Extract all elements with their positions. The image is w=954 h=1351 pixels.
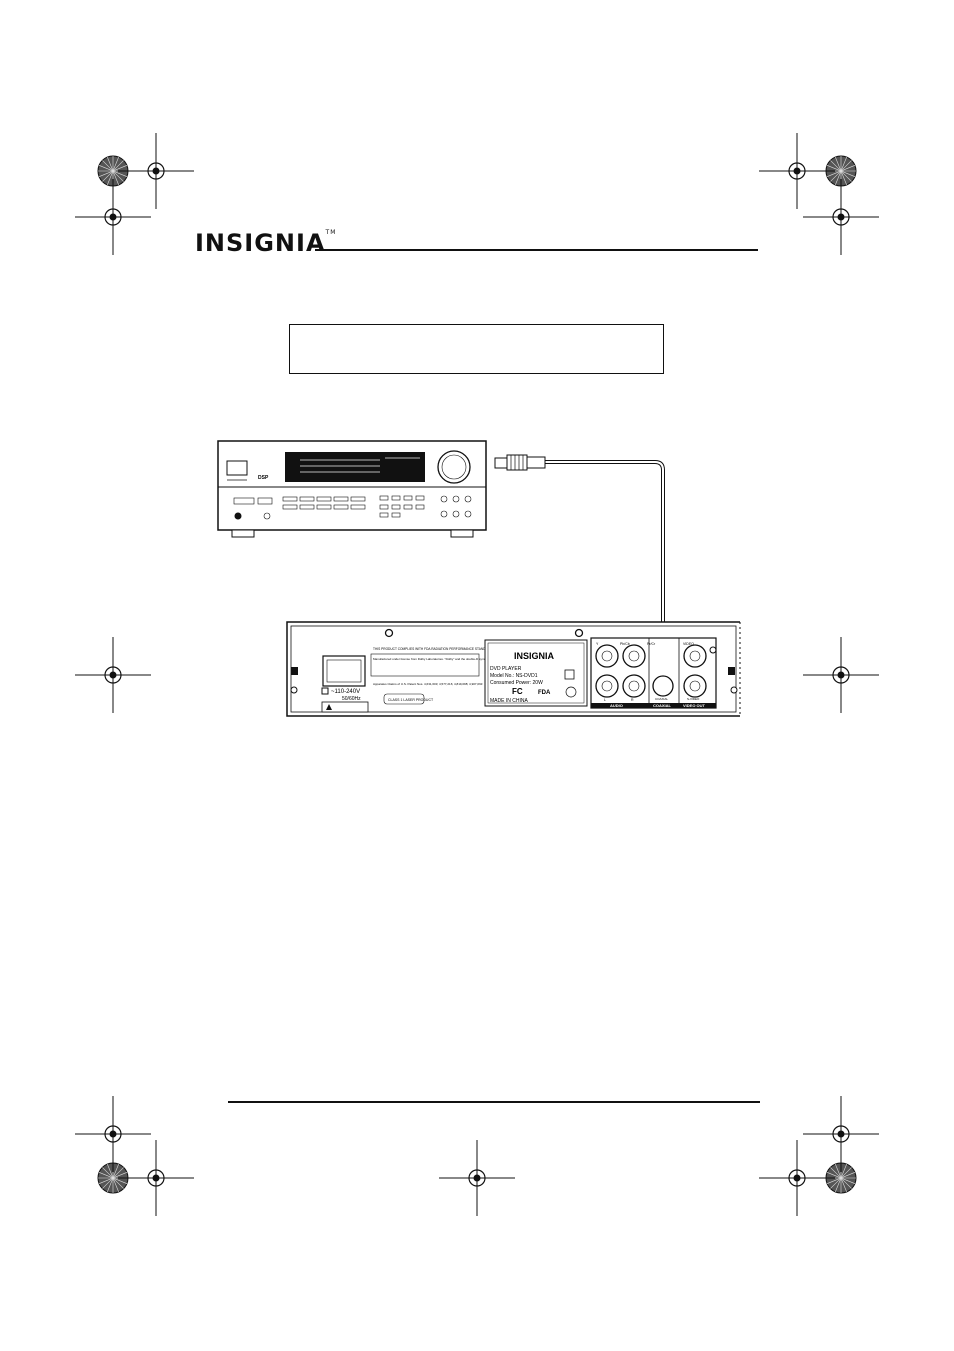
label-origin: MADE IN CHINA: [490, 698, 528, 704]
dolby-text: Manufactured under license from Dolby La…: [373, 657, 540, 661]
av-receiver: DSP: [217, 440, 487, 538]
jack-label-video: VIDEO: [683, 642, 694, 646]
dsp-label: DSP: [258, 475, 269, 481]
power-rating: ~110-240V: [331, 689, 360, 695]
laser-label: CLASS 1 LASER PRODUCT: [388, 698, 434, 702]
dvd-player-rear-panel: ~110-240V 50/60Hz THIS PRODUCT COMPLIES …: [286, 621, 741, 717]
trademark-mark: TM: [325, 229, 337, 236]
jack-label-svideo: S-VIDEO: [687, 697, 700, 701]
jack-label-l: L: [604, 698, 606, 702]
label-product: DVD PLAYER: [490, 666, 522, 672]
note-box: [289, 324, 664, 374]
jack-label-pr: Pr/Cr: [647, 642, 656, 646]
compliance-text: THIS PRODUCT COMPLIES WITH FDA RADIATION…: [373, 647, 532, 651]
power-frequency: 50/60Hz: [342, 696, 361, 702]
fda-logo: FDA: [538, 690, 551, 696]
section-video-out: VIDEO OUT: [683, 703, 706, 708]
jack-label-coax: COAXIAL: [655, 697, 668, 701]
jack-label-r: R: [631, 698, 634, 702]
header-rule: [315, 249, 758, 251]
jack-label-y: Y: [596, 642, 599, 646]
footer-rule: [228, 1101, 760, 1103]
label-brand: INSIGNIA: [514, 651, 555, 661]
label-power: Consumed Power: 20W: [490, 680, 543, 686]
brand-name: INSIGNIA: [195, 229, 326, 257]
insignia-logo: INSIGNIATM: [195, 229, 336, 257]
section-audio: AUDIO: [610, 703, 623, 708]
section-coaxial: COAXIAL: [653, 703, 672, 708]
patent-text: Apparatus Claims of U.S. Patent Nos. 4,6…: [373, 682, 483, 686]
label-model: Model No.: NS-DVD1: [490, 673, 538, 679]
jack-label-pb: Pb/Cb: [620, 642, 630, 646]
fcc-logo: FC: [512, 687, 523, 696]
